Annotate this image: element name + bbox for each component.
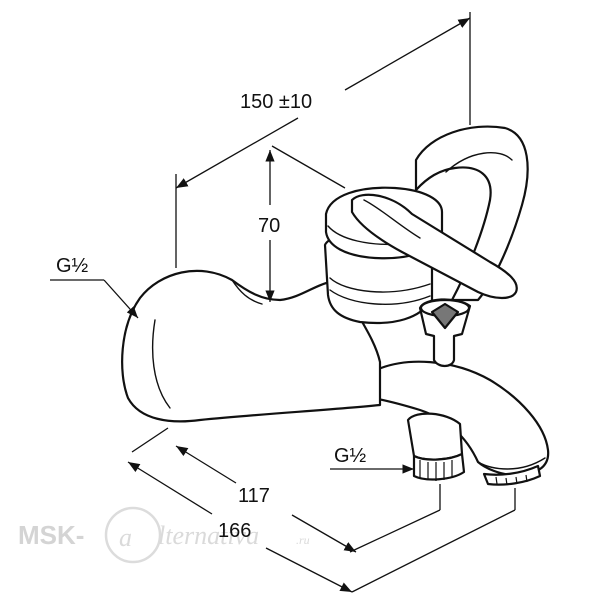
dim-line-left	[175, 117, 299, 189]
watermark-brand-left: MSK-	[18, 520, 84, 550]
plate-edge-line	[445, 152, 513, 173]
inlet-arm-highlight	[151, 319, 171, 409]
watermark-brand-right: lternativa	[158, 521, 259, 550]
aerator-groove	[495, 476, 498, 485]
dimension-depth-inner: 117	[131, 427, 441, 553]
aerator-groove	[505, 477, 508, 486]
inlet-thread-label: G½	[56, 255, 89, 277]
leader-arrow	[103, 279, 139, 319]
watermark-at-circle	[104, 506, 162, 564]
extension-line	[271, 145, 346, 189]
dim-line-right	[344, 17, 471, 91]
inlet-arm-crease	[231, 279, 263, 305]
depth-inner-label: 117	[238, 485, 270, 507]
spout-aerator	[482, 464, 542, 486]
dim-line-right	[291, 514, 357, 553]
lever-highlight	[363, 199, 421, 239]
extension-line	[351, 509, 516, 593]
dim-line-left	[175, 445, 237, 484]
back-mount-plate	[414, 125, 529, 302]
extension-line	[349, 509, 441, 553]
spout-lip	[477, 457, 546, 470]
extension-line	[131, 427, 169, 453]
outlet-thread-label: G½	[334, 445, 367, 467]
width-dimension-label: 150 ±10	[240, 91, 312, 113]
aerator-groove	[525, 474, 528, 483]
dimension-depth-outer: 166	[127, 461, 516, 593]
mixer-ring-lower	[329, 289, 431, 305]
inlet-arm	[121, 269, 382, 423]
faucet-body	[121, 125, 550, 486]
dim-line-left	[127, 461, 213, 515]
aerator-groove	[515, 476, 518, 485]
depth-outer-label: 166	[218, 520, 251, 542]
lever-handle	[350, 193, 518, 300]
watermark-domain: .ru	[296, 533, 310, 547]
mixer-ring-upper	[329, 277, 431, 293]
dim-line-right	[265, 547, 353, 593]
outlet-connector	[406, 412, 464, 461]
watermark-at-glyph: a	[119, 523, 132, 552]
outlet-thread-callout: G½	[330, 445, 414, 474]
watermark: MSK- a lternativa .ru	[18, 506, 310, 564]
diverter-knob-cavity	[430, 302, 460, 330]
height-dimension-label: 70	[258, 215, 280, 237]
inlet-thread-callout: G½	[50, 255, 139, 319]
dimension-height: 70	[258, 145, 346, 302]
dimension-width: 150 ±10	[175, 12, 471, 268]
